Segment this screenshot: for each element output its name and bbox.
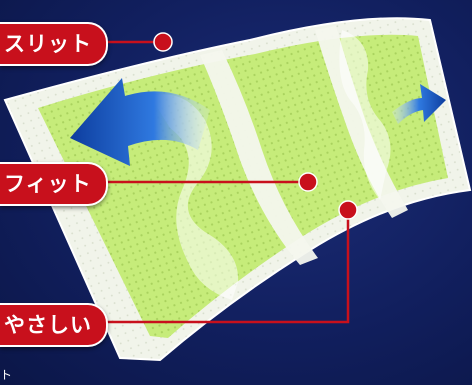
callout-label-slit: スリット: [0, 22, 108, 66]
callout-dot-bottom: [338, 200, 358, 220]
peeled-film-right: [339, 30, 391, 200]
callout-dot-top: [153, 32, 173, 52]
curved-arrow-left-icon: [70, 78, 210, 166]
peeled-film-left: [150, 94, 239, 301]
callout-line-bottom: [80, 212, 350, 324]
curved-arrow-right-icon: [392, 84, 446, 124]
callout-label-fit: フィット: [0, 162, 108, 206]
callout-label-gentle: やさしい: [0, 303, 108, 347]
callout-dot-middle: [298, 172, 318, 192]
corner-caption: ト: [0, 368, 13, 382]
slit-divider-left: [200, 50, 318, 265]
